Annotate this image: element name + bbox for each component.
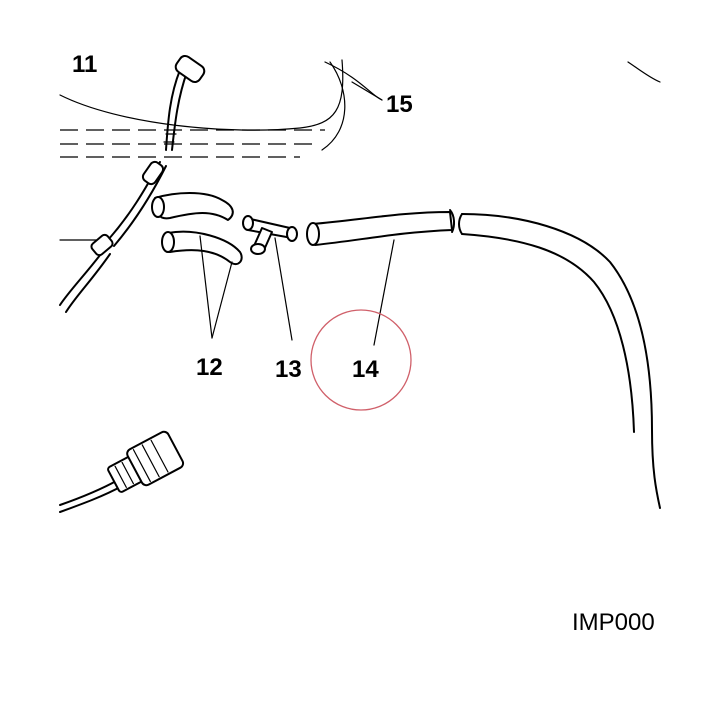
callout-11-fragment: 11: [72, 51, 97, 78]
callout-14: 14: [352, 356, 379, 383]
part-13-tee-connector: [242, 215, 298, 255]
callout-leaders: [199, 81, 395, 346]
wiring-harness: [59, 54, 206, 313]
callout-15: 15: [386, 91, 413, 118]
callout-13: 13: [275, 356, 302, 383]
electrical-connector: [59, 430, 185, 513]
part-12-hoses: [151, 192, 243, 266]
reference-code: IMP000: [572, 609, 655, 636]
body-panel-outline: [59, 59, 661, 158]
part-14-hose: [306, 209, 661, 509]
highlight-circle: [310, 309, 412, 411]
callout-12: 12: [196, 354, 223, 381]
